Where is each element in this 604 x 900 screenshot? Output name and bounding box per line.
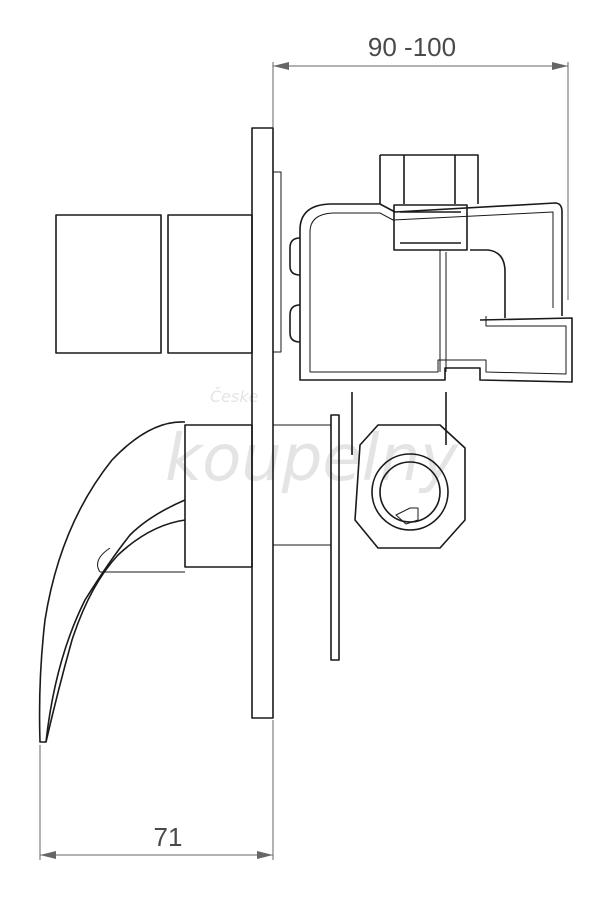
outlet-port — [351, 392, 466, 549]
cover-plate — [251, 127, 274, 719]
knob-front — [55, 214, 162, 354]
mixer-body — [289, 154, 573, 383]
bottom-arrow-right — [257, 851, 273, 859]
side-bump-bottom — [289, 304, 301, 343]
spout-inner-curve — [45, 519, 186, 743]
top-dimension: 90 -100 — [272, 32, 569, 300]
plate-flange — [272, 171, 282, 353]
watermark: Česke koupelny — [165, 387, 459, 496]
body-bottom-outline — [299, 230, 573, 383]
top-arrow-left — [273, 62, 289, 70]
watermark-subtext: Česke — [210, 387, 259, 406]
top-nut — [379, 154, 479, 204]
outlet-ring-outer — [371, 453, 449, 531]
knob-back — [167, 214, 253, 354]
side-bump-top — [289, 237, 301, 276]
outlet-ring-inner — [379, 461, 441, 523]
diverter-knob — [55, 214, 253, 354]
top-nut-collar — [393, 204, 468, 251]
body-top-outline — [299, 202, 563, 316]
bottom-dimension-label: 71 — [154, 822, 183, 852]
outlet-key — [395, 507, 419, 525]
internal-wall — [439, 250, 447, 372]
body-inner-top — [309, 211, 554, 308]
spout-flange — [330, 414, 340, 661]
watermark-text: koupelny — [165, 422, 459, 496]
spout-lip — [97, 547, 185, 573]
bottom-arrow-left — [40, 851, 56, 859]
inner-channel — [470, 249, 506, 318]
body-inner-bottom — [309, 232, 567, 375]
spout-assembly — [38, 414, 340, 743]
spout-outer-curve — [38, 421, 186, 743]
spout-collar — [184, 424, 253, 568]
wall-plate — [251, 127, 282, 719]
top-arrow-right — [552, 62, 568, 70]
bottom-dimension: 71 — [39, 720, 274, 860]
top-dimension-label: 90 -100 — [368, 32, 456, 62]
outlet-stem — [351, 392, 447, 455]
outlet-hex — [354, 424, 466, 549]
